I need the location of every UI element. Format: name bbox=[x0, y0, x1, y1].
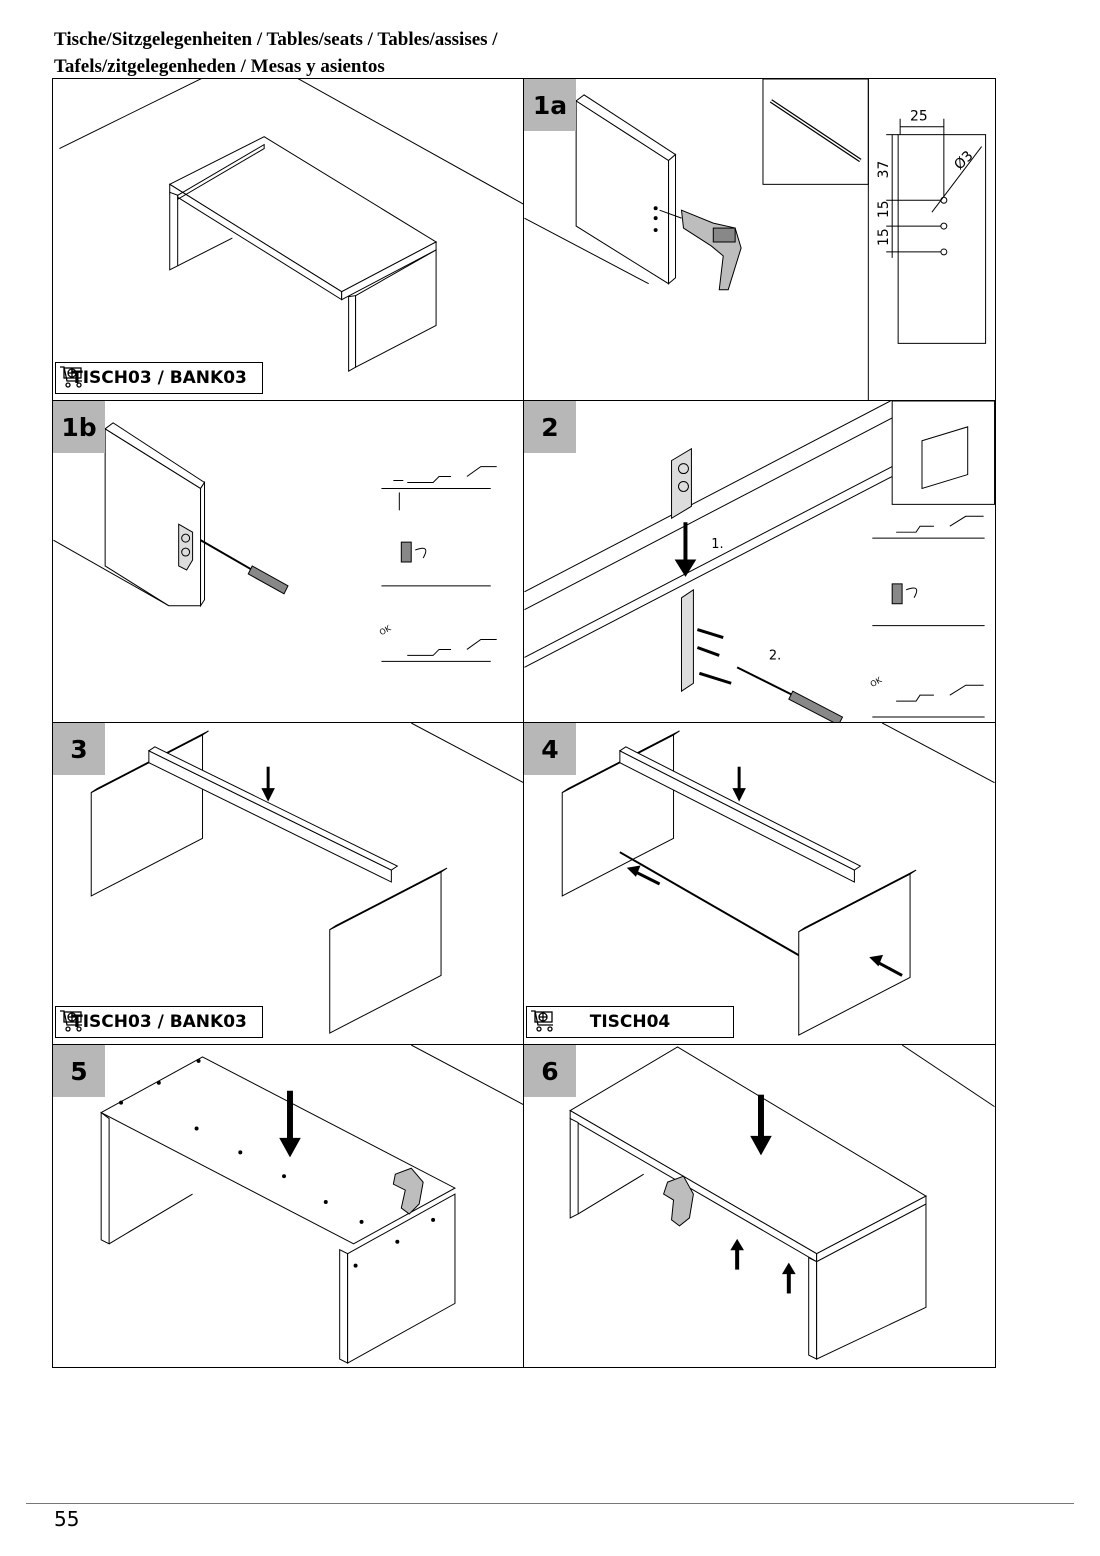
step-number: 1b bbox=[53, 401, 105, 453]
shopping-cart-icon bbox=[60, 1010, 82, 1032]
rail-assembly-illustration bbox=[90, 723, 524, 1034]
shopping-cart-icon bbox=[531, 1010, 553, 1032]
page-number: 55 bbox=[54, 1507, 80, 1531]
panel-overview: TISCH03 / BANK03 bbox=[52, 78, 525, 402]
shopping-cart-icon bbox=[60, 366, 82, 388]
title-line-1: Tische/Sitzgelegenheiten / Tables/seats … bbox=[54, 29, 498, 50]
step-number: 5 bbox=[53, 1045, 105, 1097]
rail-connector-illustration: 1. 2. OK bbox=[524, 401, 995, 723]
dim-gap-1: 15 bbox=[876, 200, 892, 218]
connector-fitting-illustration: OK bbox=[53, 422, 497, 662]
part-label: TISCH03 / BANK03 bbox=[71, 368, 247, 388]
instruction-grid: TISCH03 / BANK03 bbox=[52, 78, 996, 1368]
part-label: TISCH04 bbox=[589, 1012, 671, 1032]
ok-mark: OK bbox=[378, 623, 393, 637]
part-label-box: TISCH03 / BANK03 bbox=[55, 1006, 263, 1038]
table-top-fixing-illustration bbox=[569, 1045, 995, 1360]
part-label: TISCH03 / BANK03 bbox=[71, 1012, 247, 1032]
panel-step-2: 1. 2. OK 2 bbox=[523, 400, 996, 724]
dim-width: 25 bbox=[910, 109, 928, 125]
dim-top: 37 bbox=[876, 161, 892, 179]
table-overview-illustration bbox=[59, 79, 524, 373]
dim-gap-2: 15 bbox=[876, 228, 892, 246]
panel-step-5: 5 bbox=[52, 1044, 525, 1368]
panel-step-1b: OK 1b bbox=[52, 400, 525, 724]
step-number: 2 bbox=[524, 401, 576, 453]
rail-rod-assembly-illustration bbox=[561, 723, 995, 1036]
table-top-placement-illustration bbox=[100, 1045, 524, 1364]
panel-step-3: 3 TISCH03 / BANK03 bbox=[52, 722, 525, 1046]
page-title: Tische/Sitzgelegenheiten / Tables/seats … bbox=[54, 26, 954, 80]
sub-step-2: 2. bbox=[769, 648, 781, 663]
step-number: 4 bbox=[524, 723, 576, 775]
title-line-2: Tafels/zitgelegenheden / Mesas y asiento… bbox=[54, 56, 385, 77]
panel-step-1a: 25 37 15 15 Ø3 1a bbox=[523, 78, 996, 402]
step-number: 6 bbox=[524, 1045, 576, 1097]
part-label-box: TISCH04 bbox=[526, 1006, 734, 1038]
footer-divider bbox=[26, 1503, 1074, 1504]
step-number: 3 bbox=[53, 723, 105, 775]
part-label-box: TISCH03 / BANK03 bbox=[55, 362, 263, 394]
panel-step-4: 4 TISCH04 bbox=[523, 722, 996, 1046]
drilling-illustration: 25 37 15 15 Ø3 bbox=[524, 79, 987, 401]
step-number: 1a bbox=[524, 79, 576, 131]
panel-step-6: 6 bbox=[523, 1044, 996, 1368]
ok-mark: OK bbox=[869, 675, 884, 689]
sub-step-1: 1. bbox=[711, 537, 723, 552]
